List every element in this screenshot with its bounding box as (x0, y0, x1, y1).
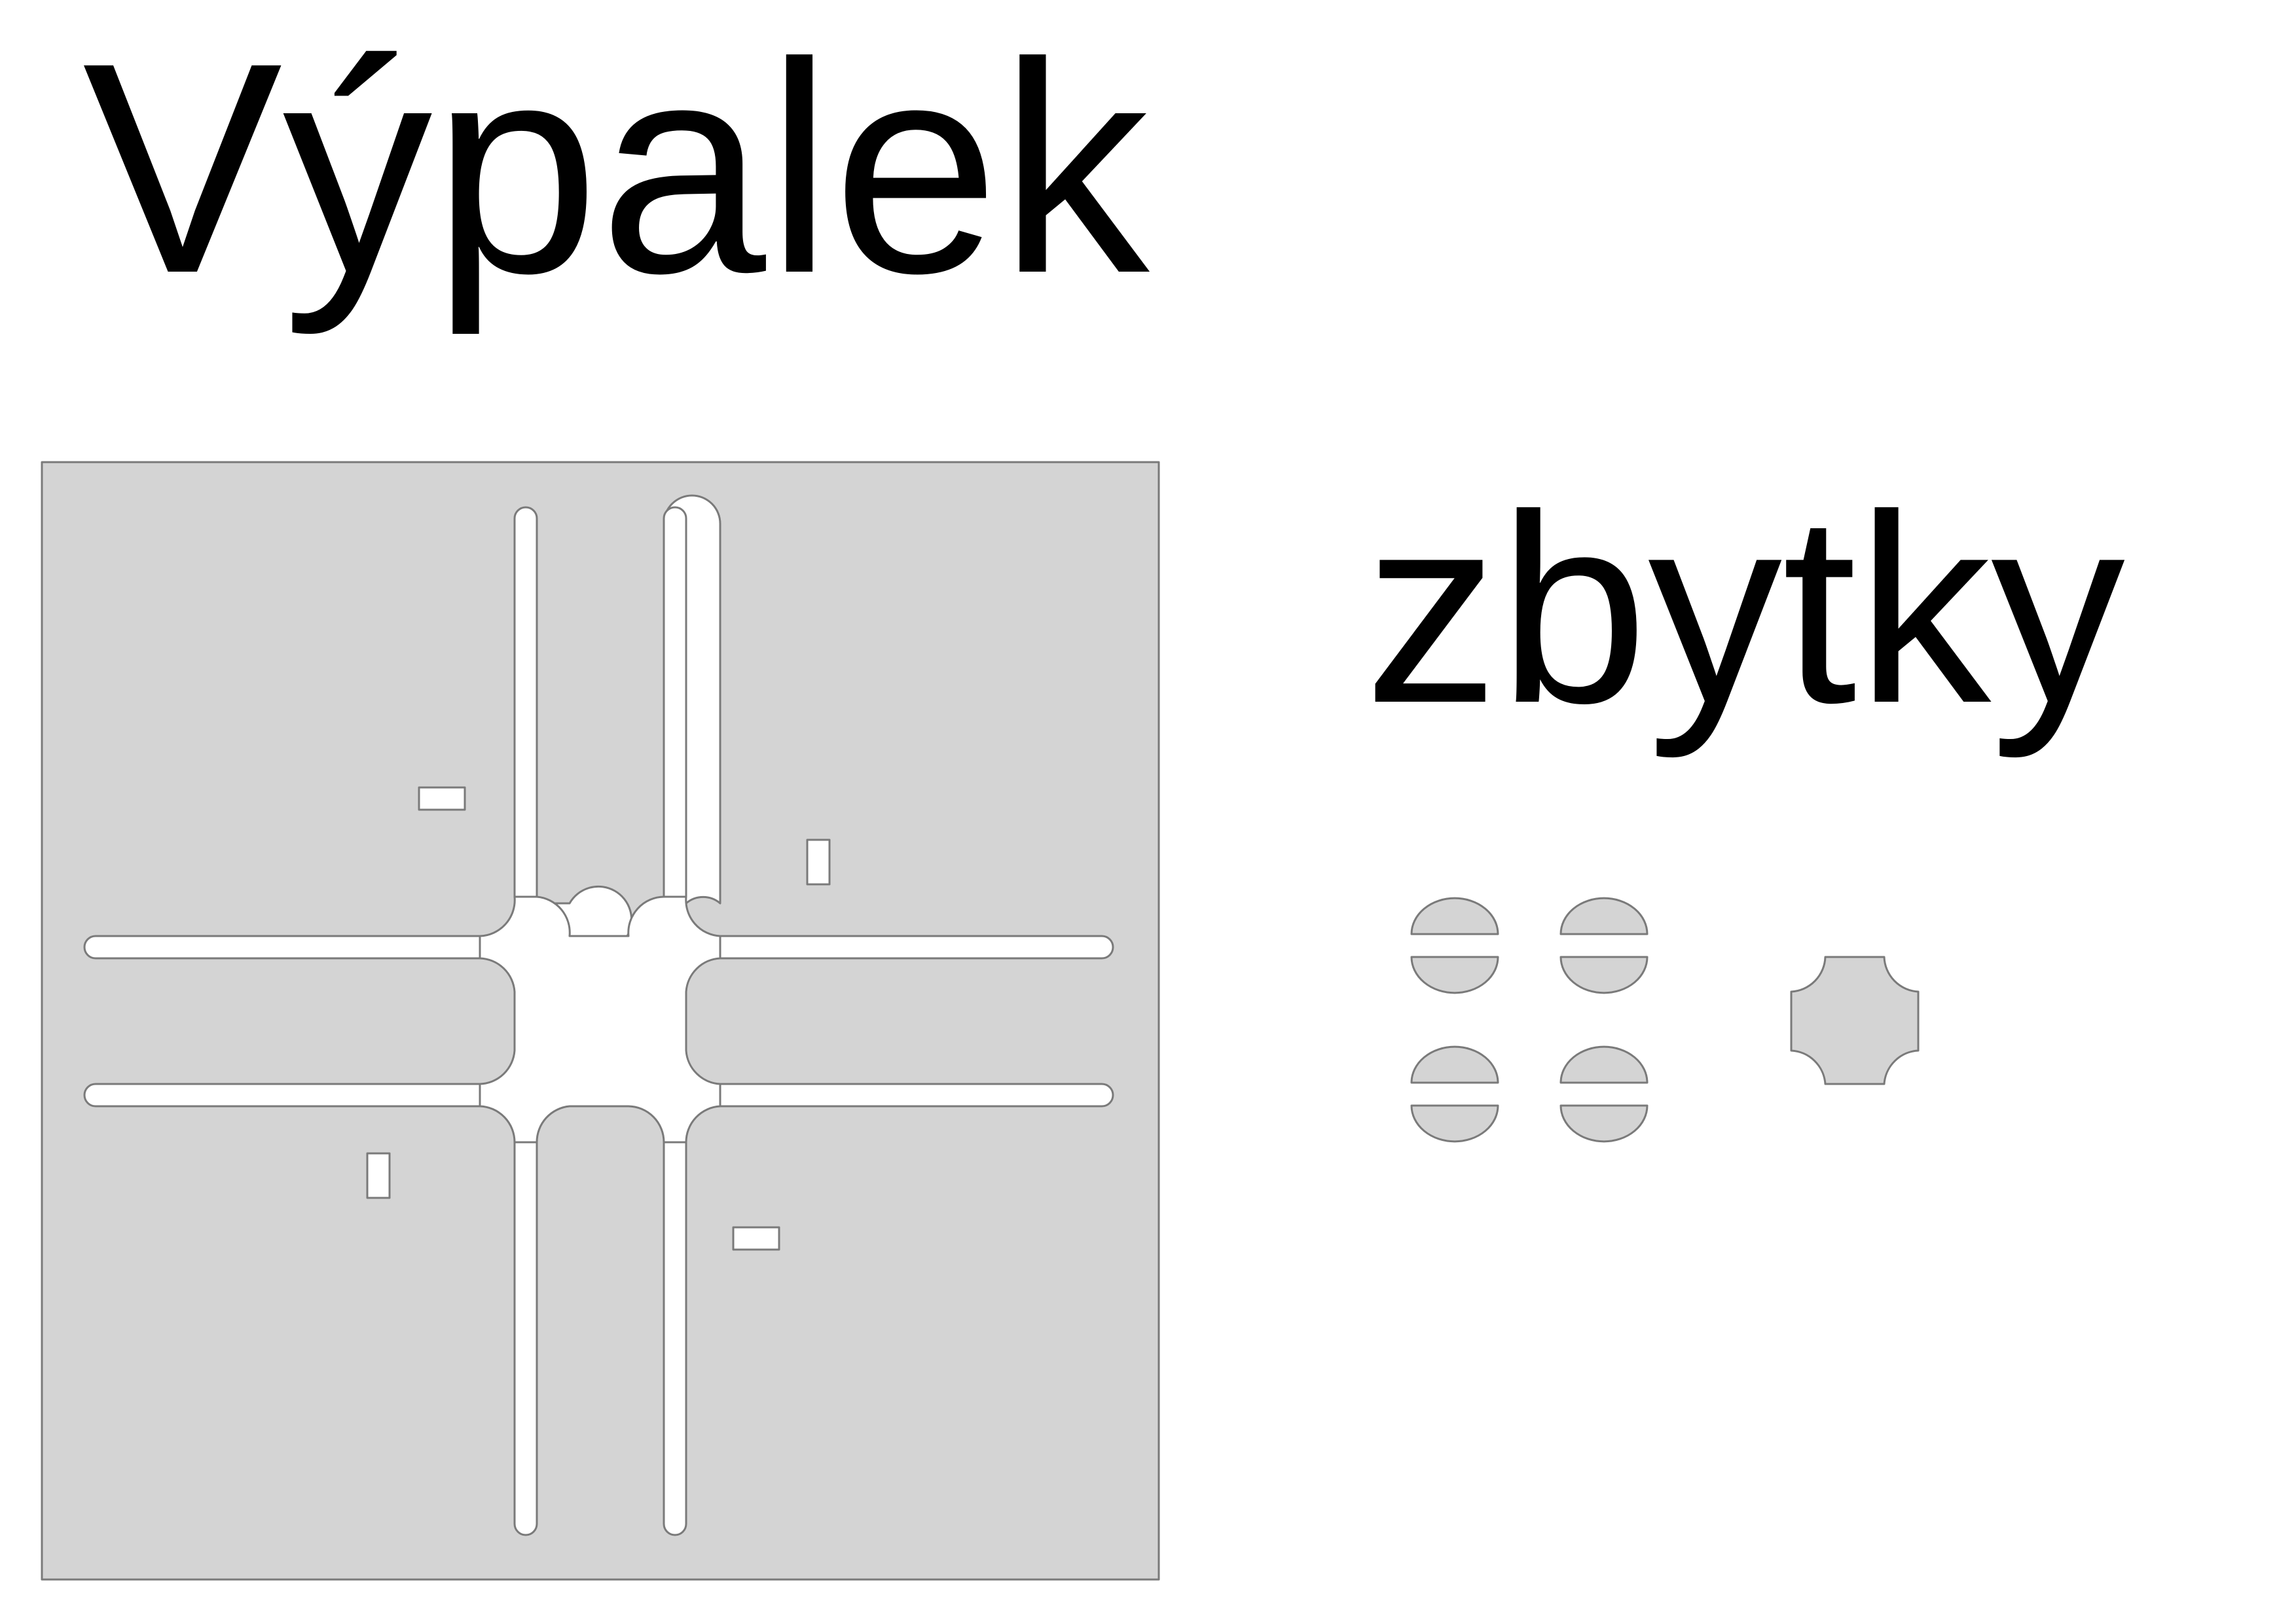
scrap-half-disc-pair-3 (1410, 1045, 1499, 1143)
central-opening (479, 895, 721, 1144)
cross-cutout (83, 506, 1114, 1536)
scrap-half-disc-top (1559, 1045, 1649, 1084)
slot-vertical-lower-left (513, 1142, 538, 1536)
scrap-title: zbytky (1364, 459, 2125, 761)
scrap-half-disc-top (1410, 897, 1499, 935)
slot-horizontal-upper-right (720, 935, 1114, 960)
scrap-half-disc-top (1410, 1045, 1499, 1084)
slot-vertical-lower-right (663, 1142, 687, 1536)
rect-hole-lower-left (366, 1152, 391, 1199)
blank-part (41, 461, 1160, 1581)
scrap-half-disc-bottom (1559, 956, 1649, 994)
slot-horizontal-lower-right (720, 1083, 1114, 1108)
scrap-half-disc-pair-1 (1410, 897, 1499, 994)
slot-horizontal-lower-left (83, 1083, 480, 1108)
rect-hole-upper-right (806, 839, 831, 886)
scrap-half-disc-bottom (1559, 1104, 1649, 1143)
scrap-center-piece (1790, 956, 1920, 1085)
scrap-half-disc-bottom (1410, 1104, 1499, 1143)
slot-horizontal-upper-left (83, 935, 480, 960)
scrap-half-disc-pair-4 (1559, 1045, 1649, 1143)
scrap-half-disc-pair-2 (1559, 897, 1649, 994)
blank-title: Výpalek (82, 1, 1154, 337)
slot-vertical-upper-left (513, 506, 538, 897)
scrap-half-disc-bottom (1410, 956, 1499, 994)
rect-hole-upper-left (418, 786, 466, 811)
rect-hole-lower-right (732, 1226, 780, 1251)
scrap-pieces (1410, 897, 1920, 1143)
scrap-half-disc-top (1559, 897, 1649, 935)
slot-vertical-upper-right (663, 506, 687, 897)
